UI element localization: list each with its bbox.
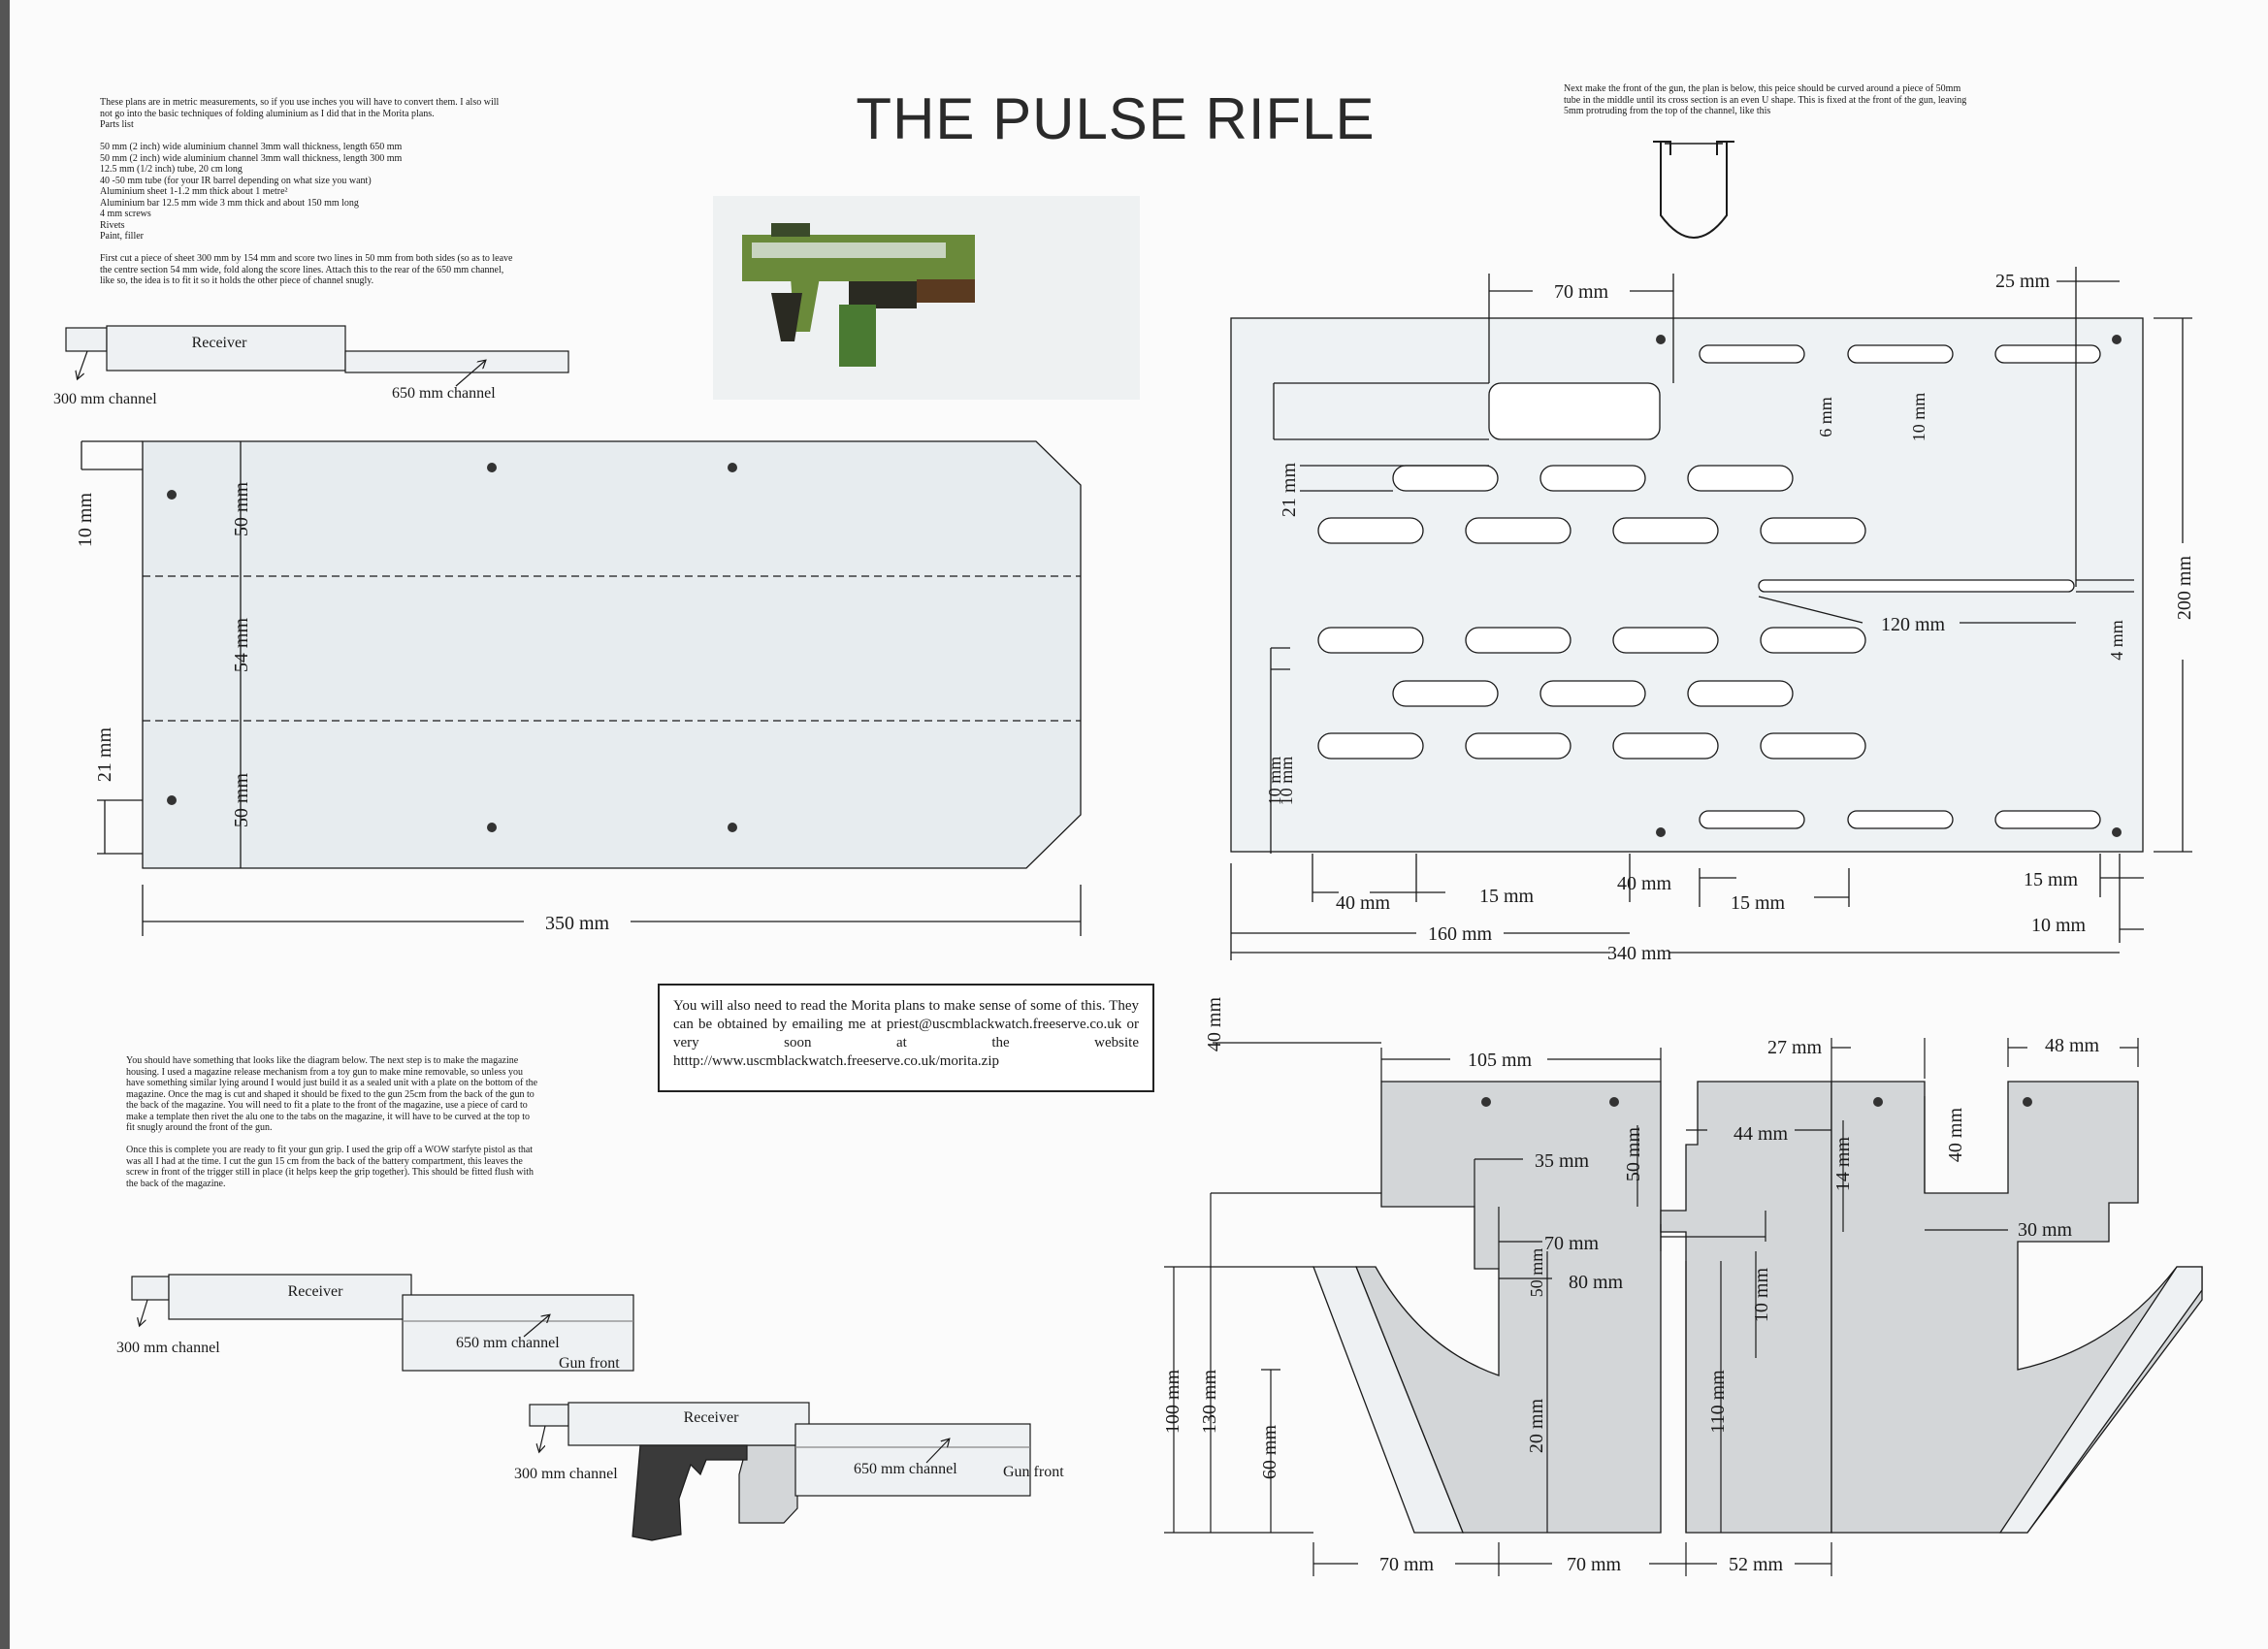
gun-front-label-3: Gun front [1003,1464,1064,1480]
front-dim-10b: 10 mm [1265,757,1284,806]
front-dim-40b: 40 mm [1617,873,1672,894]
mag-dim-110: 110 mm [1707,1370,1729,1434]
front-dim-15b: 15 mm [1731,892,1786,914]
front-dim-10d: 10 mm [2031,915,2087,936]
receiver-diagram-top [65,325,569,387]
front-dim-6: 6 mm [1816,397,1835,437]
mag-dim-60: 60 mm [1259,1425,1280,1480]
front-dim-15a: 15 mm [1479,886,1535,907]
front-cross-section [1653,141,1734,239]
channel-300-label-3: 300 mm channel [514,1466,618,1482]
page-title: THE PULSE RIFLE [856,86,1376,151]
mag-dim-27: 27 mm [1767,1037,1823,1058]
front-dim-25: 25 mm [1995,271,2051,292]
receiver-label-3: Receiver [684,1409,740,1426]
magazine-plan [1312,1081,2203,1534]
mag-dim-70b: 70 mm [1567,1554,1622,1575]
sheet-dim-10: 10 mm [75,493,96,548]
sheet-dim-50-bottom: 50 mm [231,773,252,828]
front-dim-70: 70 mm [1554,281,1609,303]
front-instructions-text: Next make the front of the gun, the plan… [1564,83,1967,116]
sheet-dim-21: 21 mm [94,728,115,783]
front-dim-120: 120 mm [1881,614,1946,635]
receiver-label-2: Receiver [288,1283,344,1300]
receiver-label-1: Receiver [192,335,248,351]
rifle-photo [713,196,1140,400]
mag-dim-48: 48 mm [2045,1035,2100,1056]
mag-dim-105: 105 mm [1468,1050,1533,1071]
mag-dim-52: 52 mm [1729,1554,1784,1575]
gun-front-label-2: Gun front [559,1355,620,1372]
front-dim-10a: 10 mm [1909,393,1928,442]
front-dim-40a: 40 mm [1336,892,1391,914]
sheet-dim-54: 54 mm [231,618,252,673]
mag-dim-50a: 50 mm [1623,1127,1644,1182]
channel-650-label-3: 650 mm channel [854,1461,957,1477]
morita-note-box: You will also need to read the Morita pl… [658,984,1154,1092]
magazine-dimensions [1164,1038,2139,1576]
sheet-dim-50-top: 50 mm [231,482,252,537]
mag-dim-50b: 50 mm [1527,1248,1546,1298]
mag-dim-130: 130 mm [1199,1370,1220,1435]
mag-dim-40-left: 40 mm [1204,997,1225,1052]
mag-dim-70-inner: 70 mm [1544,1233,1600,1254]
front-dim-340: 340 mm [1607,943,1672,964]
front-dim-21: 21 mm [1279,463,1300,518]
mag-dim-14: 14 mm [1832,1137,1854,1192]
mag-dim-100: 100 mm [1162,1370,1183,1435]
mag-dim-10: 10 mm [1751,1268,1772,1323]
mag-dim-40b: 40 mm [1945,1108,1966,1163]
front-dim-10c: 10 mm [1277,757,1296,806]
magazine-instructions-text: You should have something that looks lik… [126,1055,538,1189]
intro-text: These plans are in metric measurements, … [100,97,513,286]
front-dim-200: 200 mm [2174,556,2195,621]
front-dim-15c: 15 mm [2024,869,2079,890]
receiver-diagram-assembly [529,1402,1031,1541]
channel-650-label-2: 650 mm channel [456,1335,560,1351]
mag-dim-30: 30 mm [2018,1219,2073,1241]
mag-dim-44: 44 mm [1733,1123,1789,1145]
front-dim-4: 4 mm [2107,620,2126,661]
sheet-plan [81,440,1082,936]
channel-650-label-1: 650 mm channel [392,385,496,402]
front-dim-160: 160 mm [1428,923,1493,945]
mag-dim-35: 35 mm [1535,1150,1590,1172]
channel-300-label-1: 300 mm channel [53,391,157,407]
channel-300-label-2: 300 mm channel [116,1340,220,1356]
sheet-dim-350: 350 mm [545,913,610,934]
mag-dim-70a: 70 mm [1379,1554,1435,1575]
front-plan [1230,267,2192,960]
receiver-diagram-middle [131,1274,634,1372]
mag-dim-20: 20 mm [1526,1399,1547,1454]
scan-edge [0,0,10,1649]
mag-dim-80: 80 mm [1569,1272,1624,1293]
